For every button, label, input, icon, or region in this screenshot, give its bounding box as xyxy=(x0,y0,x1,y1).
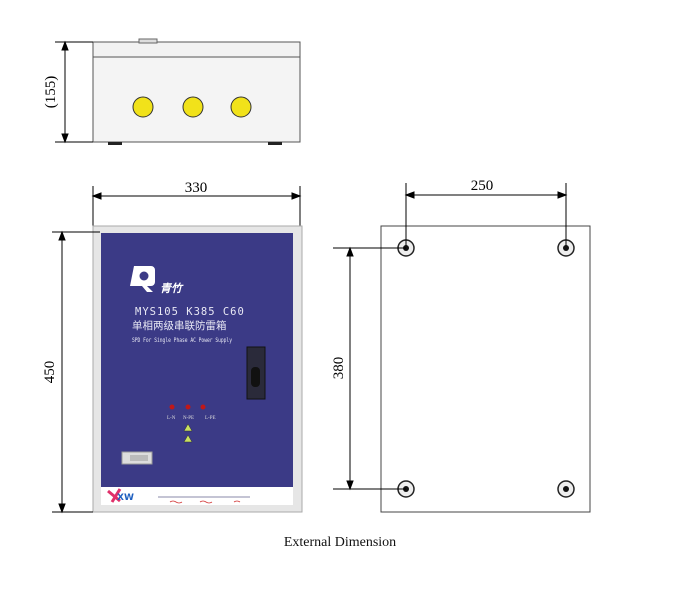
top-view xyxy=(92,38,301,145)
height-label: 450 xyxy=(42,361,58,384)
depth-dimension xyxy=(55,40,93,144)
indicator-label: L-PE xyxy=(205,416,216,421)
back-plate xyxy=(380,225,591,513)
led-l-pe xyxy=(200,404,206,410)
product-title: 单相两级串联防雷箱 xyxy=(132,319,227,332)
depth-label: (155) xyxy=(43,76,59,109)
mounting-hole xyxy=(557,480,575,498)
lid xyxy=(92,41,301,58)
mount-height-dimension xyxy=(333,246,406,491)
width-label: 330 xyxy=(185,180,208,196)
indicator-label: L-N xyxy=(167,416,176,421)
cable-gland xyxy=(182,96,204,118)
indicator-label: N-PE xyxy=(183,416,194,421)
svg-text:青竹: 青竹 xyxy=(160,282,184,295)
warning-icon xyxy=(183,434,193,443)
width-dimension xyxy=(91,186,302,226)
mount-width-dimension xyxy=(404,183,568,246)
foot xyxy=(268,142,282,145)
model-number: MYS105 K385 C60 xyxy=(135,306,245,318)
counter-window xyxy=(130,455,148,461)
cable-gland xyxy=(230,96,252,118)
product-subtitle: SPD For Single Phase AC Power Supply xyxy=(132,338,232,344)
back-view xyxy=(380,225,591,513)
mounting-hole xyxy=(557,239,575,257)
svg-text:XW: XW xyxy=(117,493,134,503)
foot xyxy=(108,142,122,145)
figure-caption: External Dimension xyxy=(283,535,397,550)
mount-height-label: 380 xyxy=(331,357,347,380)
warning-icon xyxy=(183,423,193,432)
mount-width-label: 250 xyxy=(471,178,494,194)
height-dimension xyxy=(52,230,100,514)
footer-strip xyxy=(101,487,293,505)
brand-logo: 青竹 xyxy=(130,266,184,295)
breaker-handle xyxy=(251,367,260,387)
hinge xyxy=(138,38,158,44)
led-l-n xyxy=(169,404,175,410)
led-n-pe xyxy=(185,404,191,410)
cable-gland xyxy=(132,96,154,118)
front-view: 青竹 MYS105 K385 C60 单相两级串联防雷箱 SPD For Sin… xyxy=(92,225,303,513)
manufacturer-logo: XW xyxy=(107,488,250,504)
